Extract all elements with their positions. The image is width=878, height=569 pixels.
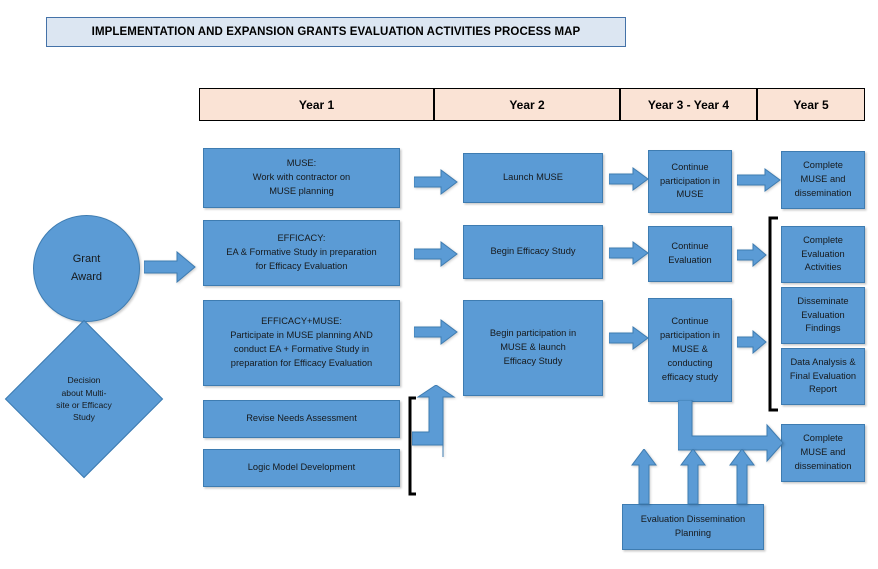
box-year2-launch-muse: Launch MUSE xyxy=(463,153,603,203)
arrow-begin-participation-to-continue-muse-efficacy xyxy=(609,325,649,351)
box-year5-complete-muse-top: Complete MUSE and dissemination xyxy=(781,151,865,209)
box-year34-continue-evaluation-label: Continue Evaluation xyxy=(668,241,712,265)
arrow-dissemination-up-right xyxy=(729,449,755,505)
arrow-supporting-activities-to-efficacy-muse xyxy=(412,385,458,457)
grant-award-circle: Grant Award xyxy=(33,215,140,322)
box-year2-begin-participation-label: Begin participation in MUSE & launch Eff… xyxy=(489,328,577,366)
box-evaluation-dissemination-planning-label: Evaluation Dissemination Planning xyxy=(640,514,746,538)
year-header-year-3-4: Year 3 - Year 4 xyxy=(620,88,757,121)
box-year5-disseminate-findings-label: Disseminate Evaluation Findings xyxy=(797,295,849,334)
page-title: IMPLEMENTATION AND EXPANSION GRANTS EVAL… xyxy=(91,26,581,38)
bracket-year5-evaluation-group xyxy=(766,216,780,412)
box-year1-muse: MUSE: Work with contractor on MUSE plann… xyxy=(203,148,400,208)
bracket-year1-supporting-activities xyxy=(406,396,418,496)
box-year5-complete-muse-bottom-label: Complete MUSE and dissemination xyxy=(794,433,852,471)
box-year1-efficacy-muse: EFFICACY+MUSE: Participate in MUSE plann… xyxy=(203,300,400,386)
box-year5-disseminate-findings: Disseminate Evaluation Findings xyxy=(781,287,865,344)
box-year5-complete-muse-bottom: Complete MUSE and dissemination xyxy=(781,424,865,482)
arrow-begin-efficacy-to-continue-evaluation xyxy=(609,240,649,266)
arrow-continue-muse-efficacy-to-year5-group xyxy=(737,330,767,354)
box-year5-complete-evaluation-activities: Complete Evaluation Activities xyxy=(781,226,865,283)
box-year1-muse-label: MUSE: Work with contractor on MUSE plann… xyxy=(252,158,351,196)
decision-diamond: Decision about Multi- site or Efficacy S… xyxy=(4,319,164,479)
box-year34-continue-muse-efficacy-label: Continue participation in MUSE & conduct… xyxy=(660,316,720,382)
box-year1-revise-needs-assessment: Revise Needs Assessment xyxy=(203,400,400,438)
arrow-year1-muse-to-launch-muse xyxy=(414,168,458,196)
box-year2-launch-muse-label: Launch MUSE xyxy=(503,172,563,183)
box-year34-continue-muse: Continue participation in MUSE xyxy=(648,150,732,213)
box-year34-continue-muse-label: Continue participation in MUSE xyxy=(660,161,720,200)
box-year1-efficacy-label: EFFICACY: EA & Formative Study in prepar… xyxy=(226,233,377,271)
arrow-year1-efficacy-to-begin-efficacy xyxy=(414,240,458,268)
box-year1-efficacy-muse-label: EFFICACY+MUSE: Participate in MUSE plann… xyxy=(230,316,373,368)
year-header-year-5: Year 5 xyxy=(757,88,865,121)
arrow-dissemination-up-center xyxy=(680,449,706,505)
box-year2-begin-efficacy-label: Begin Efficacy Study xyxy=(490,246,576,257)
arrow-continue-muse-to-complete-muse xyxy=(737,168,781,192)
arrow-continue-evaluation-to-year5-group xyxy=(737,243,767,267)
box-year1-revise-needs-label: Revise Needs Assessment xyxy=(246,413,357,424)
page-title-banner: IMPLEMENTATION AND EXPANSION GRANTS EVAL… xyxy=(46,17,626,47)
arrow-launch-muse-to-continue-muse xyxy=(609,166,649,192)
year-header-year-2: Year 2 xyxy=(434,88,620,121)
decision-diamond-label: Decision about Multi- site or Efficacy S… xyxy=(56,375,112,423)
box-year34-continue-muse-efficacy: Continue participation in MUSE & conduct… xyxy=(648,298,732,402)
box-year34-continue-evaluation: Continue Evaluation xyxy=(648,226,732,282)
box-year5-complete-evaluation-label: Complete Evaluation Activities xyxy=(801,234,845,273)
grant-award-label: Grant Award xyxy=(71,253,102,283)
box-year5-complete-muse-top-label: Complete MUSE and dissemination xyxy=(794,160,852,198)
arrow-grant-award-to-year1 xyxy=(144,250,196,284)
box-year1-efficacy: EFFICACY: EA & Formative Study in prepar… xyxy=(203,220,400,286)
box-year2-begin-participation: Begin participation in MUSE & launch Eff… xyxy=(463,300,603,396)
box-year2-begin-efficacy-study: Begin Efficacy Study xyxy=(463,225,603,279)
box-year5-data-analysis-label: Data Analysis & Final Evaluation Report xyxy=(789,356,857,395)
box-evaluation-dissemination-planning: Evaluation Dissemination Planning xyxy=(622,504,764,550)
year-header-year-1: Year 1 xyxy=(199,88,434,121)
arrow-dissemination-up-left xyxy=(631,449,657,505)
box-year1-logic-model-label: Logic Model Development xyxy=(247,462,356,473)
arrow-year1-efficacy-muse-to-begin-participation xyxy=(414,318,458,346)
box-year5-data-analysis-report: Data Analysis & Final Evaluation Report xyxy=(781,348,865,405)
arrow-continue-muse-efficacy-to-complete-muse-bottom xyxy=(678,400,784,464)
box-year1-logic-model: Logic Model Development xyxy=(203,449,400,487)
